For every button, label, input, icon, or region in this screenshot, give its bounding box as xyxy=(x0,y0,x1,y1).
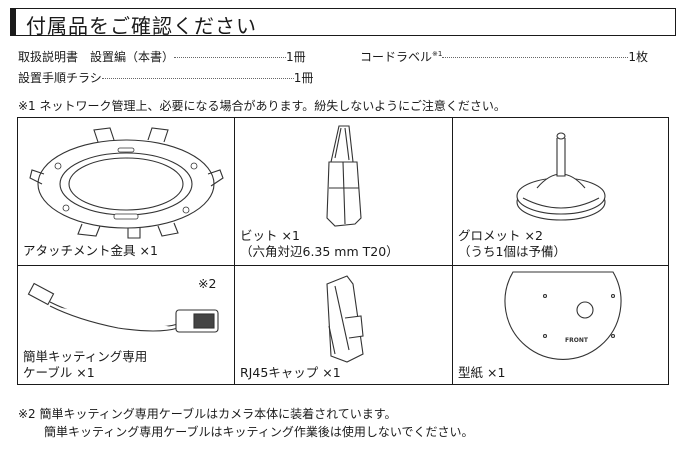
accessory-label: RJ45キャップ ×1 xyxy=(240,365,341,380)
note-line: 簡単キッティング専用ケーブルはカメラ本体に装着されています。 xyxy=(39,407,397,421)
accessory-cell-template: FRONT 型紙 ×1 xyxy=(453,266,668,384)
footnote-1: ※1 ネットワーク管理上、必要になる場合があります。紛失しないようにご注意くださ… xyxy=(18,99,506,113)
accessory-label: （うち1個は予備） xyxy=(458,244,566,259)
accessory-label: 型紙 ×1 xyxy=(458,365,506,380)
accessory-cell-rj45cap: RJ45キャップ ×1 xyxy=(235,266,453,384)
item-qty: 1冊 xyxy=(286,50,306,64)
note-ref: ※2 xyxy=(18,407,36,421)
accessory-grid: アタッチメント金具 ×1 ビット ×1 （六角対辺6.35 mm T20） xyxy=(17,117,669,385)
rj45-cap-icon xyxy=(326,275,364,363)
accessory-label: （六角対辺6.35 mm T20） xyxy=(240,244,399,259)
leader-dots xyxy=(442,57,629,58)
template-front-text: FRONT xyxy=(565,337,589,344)
leader-dots xyxy=(101,78,294,79)
accessory-cell-bit: ビット ×1 （六角対辺6.35 mm T20） xyxy=(235,118,453,266)
torx-bit-icon xyxy=(326,125,362,227)
note-ref: ※2 xyxy=(198,276,217,291)
list-item-flyer: 設置手順チラシ 1冊 xyxy=(18,69,313,86)
note-line: 簡単キッティング専用ケーブルはキッティング作業後は使用しないでください。 xyxy=(44,425,474,439)
accessory-label: ビット ×1 xyxy=(240,228,300,243)
item-name: 設置手順チラシ xyxy=(18,71,102,85)
accessory-label: グロメット ×2 xyxy=(458,228,543,243)
accessory-label: アタッチメント金具 ×1 xyxy=(23,243,158,258)
page-title: 付属品をご確認ください xyxy=(26,14,257,38)
mount-bracket-icon xyxy=(29,127,224,239)
item-qty: 1枚 xyxy=(628,50,648,64)
item-name: コードラベル xyxy=(360,50,433,64)
list-item-manual: 取扱説明書 設置編（本書） 1冊 xyxy=(18,48,306,65)
cable-icon xyxy=(27,282,219,333)
accessory-cell-cable: ※2 簡単キッティング専用 ケーブル ×1 xyxy=(18,266,235,384)
grommet-icon xyxy=(516,132,606,221)
accessory-label: ケーブル ×1 xyxy=(23,365,95,380)
accessory-label: 簡単キッティング専用 xyxy=(23,349,148,364)
item-qty: 1冊 xyxy=(293,71,314,85)
accessory-cell-mount: アタッチメント金具 ×1 xyxy=(18,118,235,266)
leader-dots xyxy=(174,57,287,58)
accessory-cell-grommet: グロメット ×2 （うち1個は予備） xyxy=(453,118,668,266)
footnote-2: ※2 簡単キッティング専用ケーブルはカメラ本体に装着されています。 xyxy=(18,405,397,422)
heading-box: 付属品をご確認ください xyxy=(10,8,676,38)
list-item-code-label: コードラベル※1 1枚 xyxy=(360,48,648,65)
note-ref: ※1 xyxy=(432,50,443,58)
item-name: 取扱説明書 設置編（本書） xyxy=(18,50,175,64)
template-icon: FRONT xyxy=(504,271,622,360)
